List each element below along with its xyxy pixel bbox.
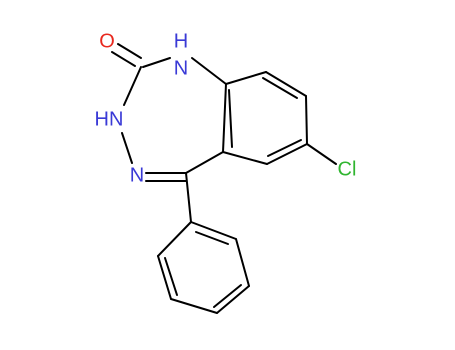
bond-c5-c1prime [185, 172, 192, 223]
bond-n1-c9a [191, 57, 227, 85]
bond-benzo-5 [222, 151, 268, 165]
bond-benzo-1 [225, 71, 267, 85]
chlorine-label: Cl [338, 158, 357, 180]
bond-phenyl-6 [157, 221, 192, 257]
bonds [111, 43, 337, 314]
bond-c5-c5a [185, 151, 224, 174]
bond-phenyl-2 [235, 238, 250, 287]
bond-benzo-4 [266, 143, 308, 165]
oxygen-label: O [99, 30, 115, 52]
bond-benzo-2 [265, 71, 307, 97]
bond-phenyl-3 [216, 285, 250, 314]
bond-c2-o-1 [111, 51, 136, 67]
n4-label: N [130, 164, 144, 186]
atom-labels: O H N HN N Cl [95, 30, 357, 186]
bond-phenyl-inner-3 [164, 257, 178, 296]
nh-hydrogen-label: H [174, 30, 188, 52]
bond-phenyl-4 [170, 298, 218, 314]
bond-n3-n4 [121, 132, 133, 164]
bond-benzo-inner-1 [262, 77, 298, 99]
bond-phenyl-inner-1 [195, 231, 229, 245]
bond-c7-cl [306, 143, 337, 165]
bond-benzo-3 [305, 95, 308, 145]
hn3-label: HN [95, 108, 124, 130]
bond-c2-n3 [123, 66, 142, 106]
n1-label: N [174, 57, 188, 79]
bond-c5a-c9a [222, 83, 227, 153]
bond-benzo-inner-3 [228, 89, 233, 148]
bond-phenyl-inner-2 [213, 284, 242, 308]
bond-benzo-inner-2 [267, 139, 302, 157]
bond-c2-o-2 [117, 43, 142, 59]
bond-phenyl-5 [157, 255, 172, 300]
bond-phenyl-1 [190, 221, 237, 240]
bond-c2-n1 [142, 57, 171, 68]
